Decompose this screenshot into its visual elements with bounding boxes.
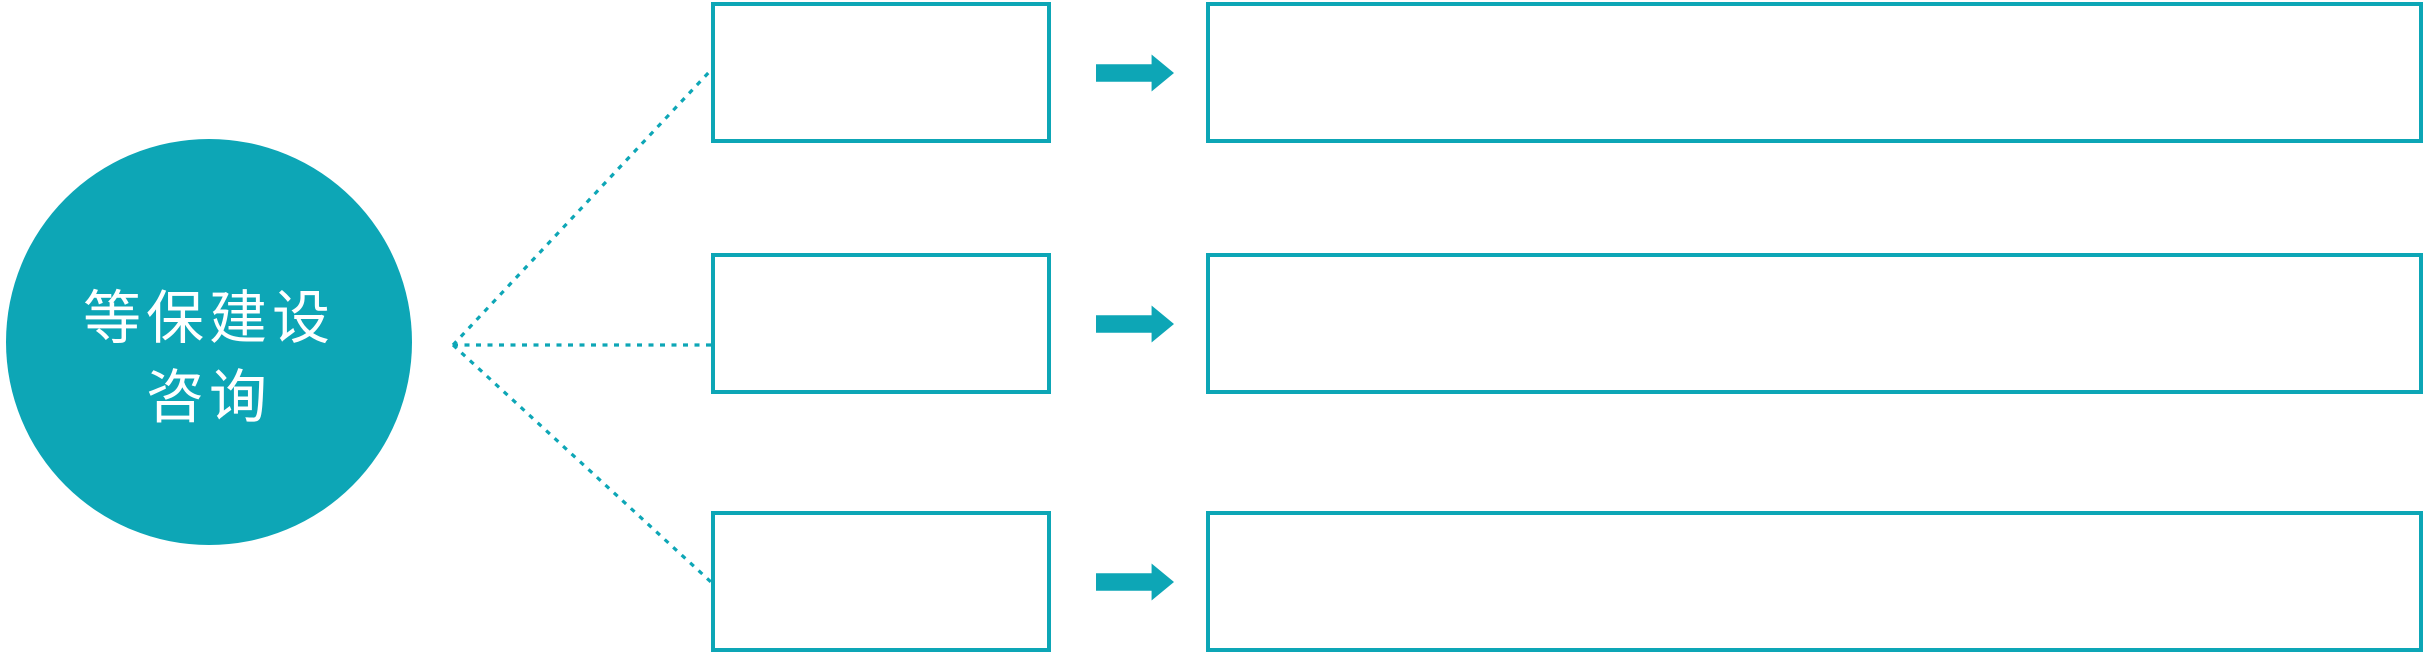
step-box-3: [711, 511, 1051, 652]
arrow-right-icon: [1096, 305, 1174, 343]
step-box-1: [711, 2, 1051, 143]
hub-label: 等保建设 咨询: [83, 279, 335, 437]
hub-label-line1: 等保建设: [82, 286, 335, 351]
step-box-2: [711, 253, 1051, 394]
arrow-right-icon: [1096, 54, 1174, 92]
detail-box-3: [1206, 511, 2423, 652]
detail-box-2: [1206, 253, 2423, 394]
hub-circle: 等保建设 咨询: [6, 139, 412, 545]
arrow-right-icon: [1096, 563, 1174, 601]
connector-line-top-icon: [451, 68, 713, 347]
hub-label-line2: 咨询: [145, 365, 272, 430]
detail-box-1: [1206, 2, 2423, 143]
connector-line-bottom-icon: [451, 343, 713, 584]
